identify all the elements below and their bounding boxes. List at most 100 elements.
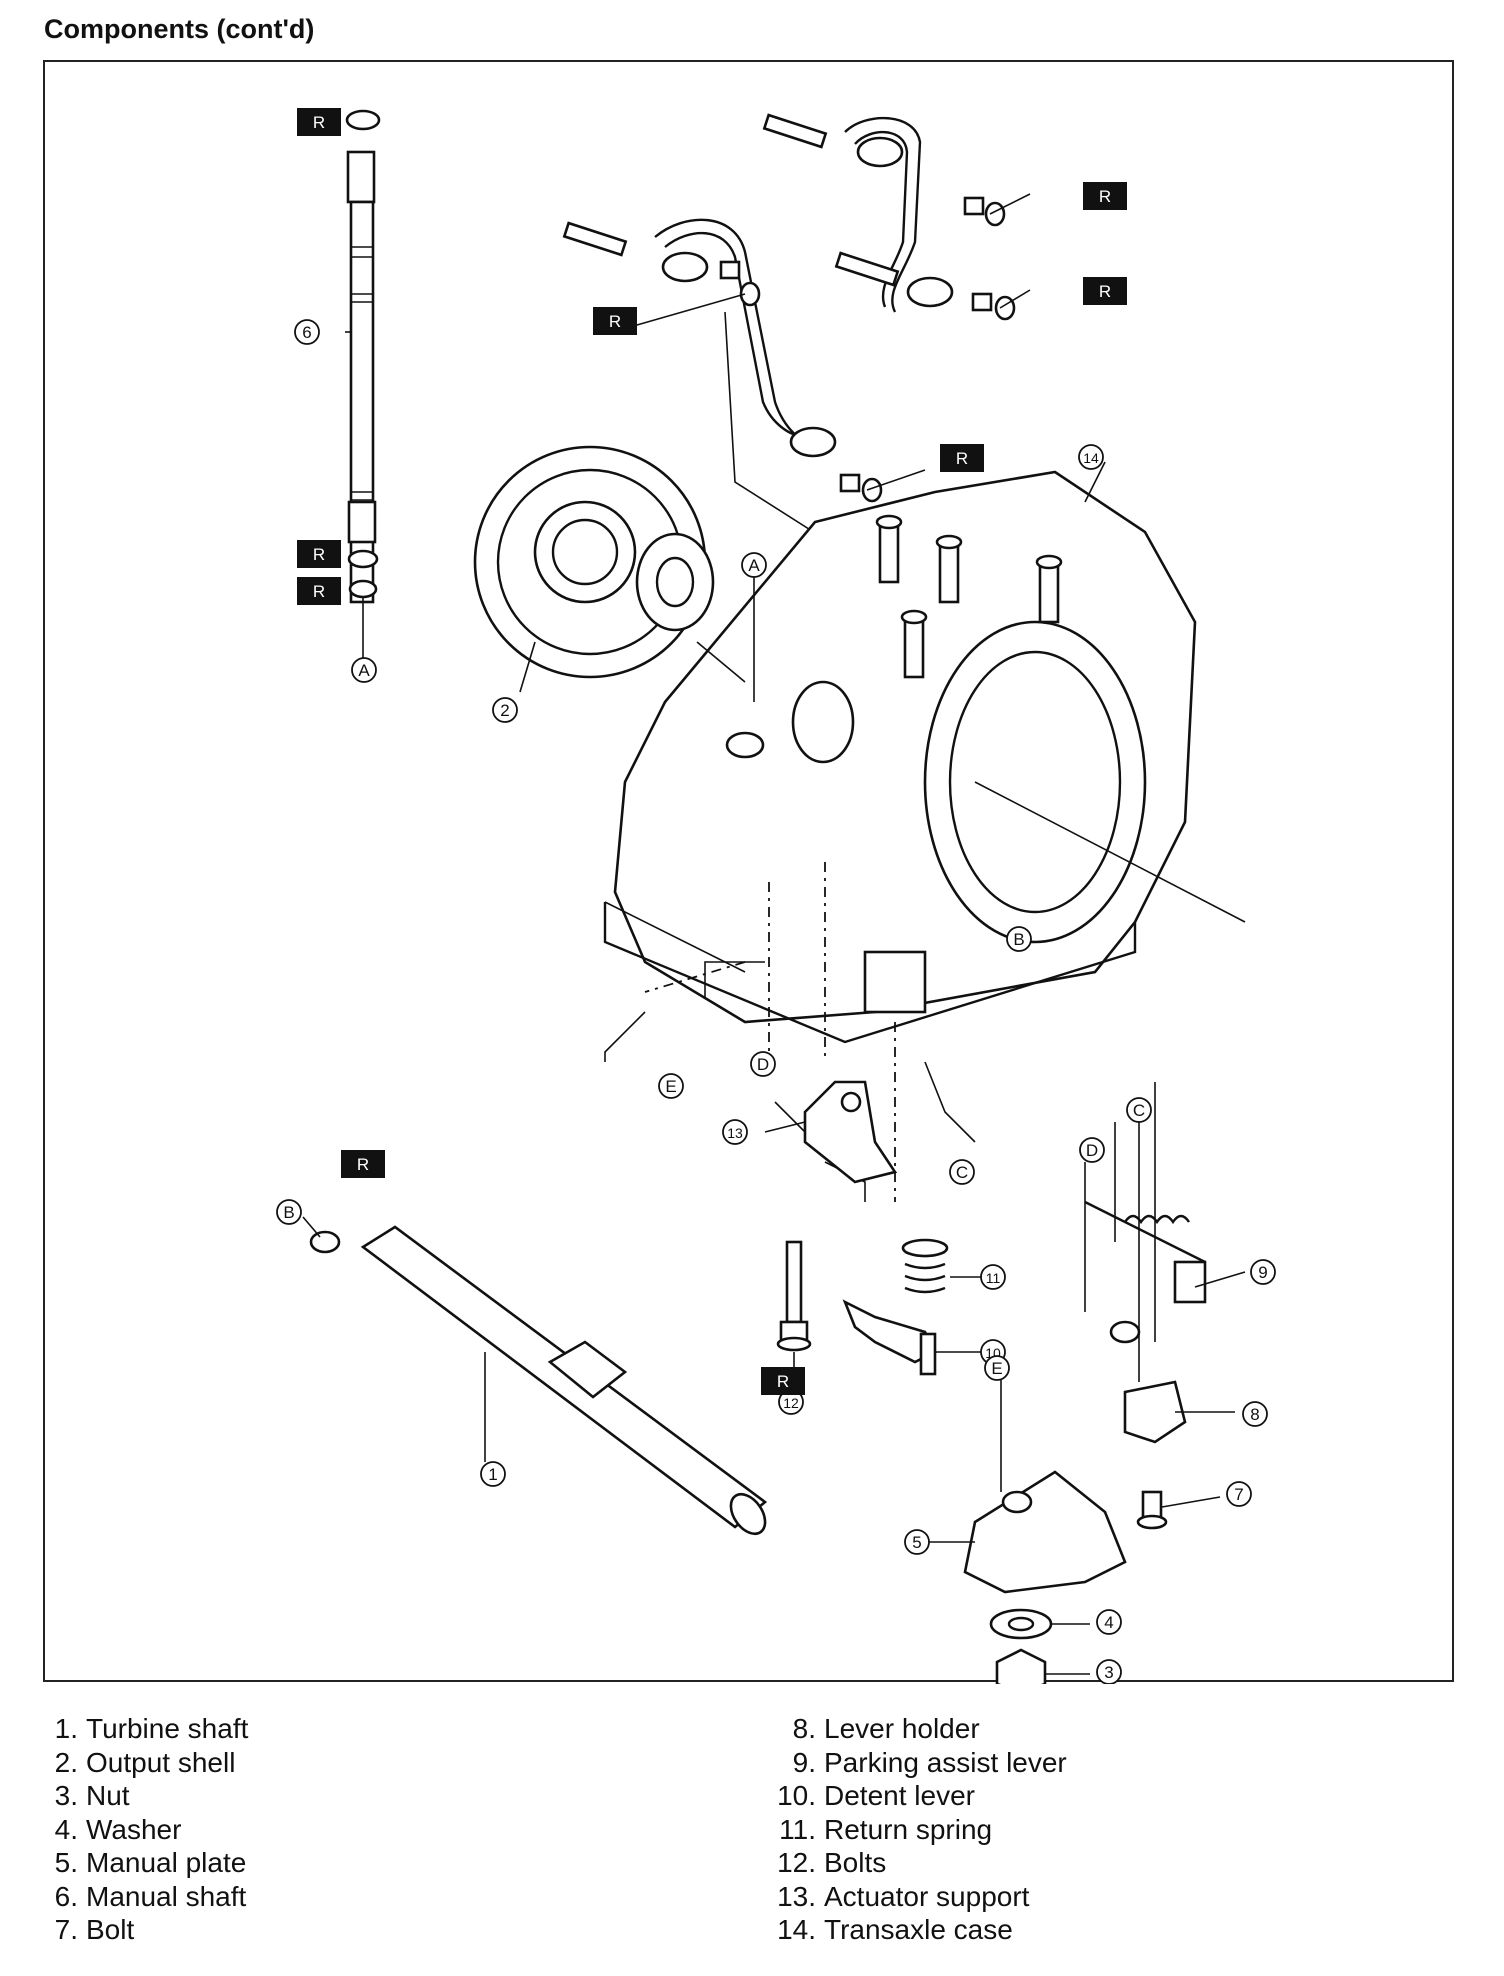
reference-letter: E (984, 1355, 1010, 1381)
reference-letter: B (276, 1199, 302, 1225)
replace-tag: R (593, 307, 637, 335)
legend-item-label: Bolt (86, 1914, 135, 1945)
svg-text:R: R (956, 449, 968, 468)
manual-shaft-drawing (345, 109, 381, 662)
legend-item: 2.Output shell (34, 1746, 248, 1780)
svg-text:14: 14 (1083, 450, 1099, 466)
reference-letter: A (741, 552, 767, 578)
replace-tag: R (297, 540, 341, 568)
svg-text:D: D (757, 1055, 769, 1074)
legend-item: 1. Turbine shaft (34, 1712, 249, 1746)
reference-letter: B (1006, 926, 1032, 952)
callout-number: 5 (904, 1529, 930, 1555)
callout-number: 12 (778, 1389, 804, 1415)
replace-tag: R (1083, 277, 1127, 305)
callout-number: 13 (722, 1119, 748, 1145)
bolt-7-drawing (1136, 1490, 1221, 1530)
legend-item: 5. Manual plate (34, 1846, 248, 1880)
svg-text:R: R (313, 545, 325, 564)
svg-text:11: 11 (986, 1270, 1001, 1286)
legend-item: 12. Bolts (754, 1846, 1067, 1880)
svg-text:R: R (777, 1372, 789, 1391)
svg-text:C: C (1133, 1101, 1145, 1120)
legend-item-number: 7. (54, 1914, 78, 1945)
svg-text:4: 4 (1104, 1613, 1113, 1632)
reference-letter: E (658, 1073, 684, 1099)
legend-item-number: 11. (779, 1813, 816, 1845)
legend-item-label: Detent lever (824, 1780, 975, 1811)
turbine-shaft-drawing (309, 1225, 768, 1536)
reference-letter: C (949, 1159, 975, 1185)
legend-item: 7. Bolt (34, 1913, 248, 1947)
svg-text:2: 2 (500, 701, 509, 720)
legend-item-number: 3. (54, 1780, 78, 1811)
svg-text:R: R (609, 312, 621, 331)
svg-text:7: 7 (1234, 1485, 1243, 1504)
legend-item: 8.Lever holder (754, 1712, 1067, 1746)
legend-item: 13.Actuator support (754, 1880, 1067, 1914)
legend-item-number: 1. (54, 1713, 78, 1744)
legend-item-number: 5. (54, 1847, 78, 1878)
nut-drawing (995, 1648, 1090, 1684)
svg-text:E: E (665, 1077, 676, 1096)
legend-item-label: Bolts (824, 1847, 887, 1878)
legend-item-label: Nut (86, 1780, 130, 1811)
legend-item: 3. Nut (34, 1779, 248, 1813)
legend-item-label: Return spring (824, 1813, 993, 1845)
bolt-12-drawing (776, 1240, 812, 1382)
legend-item-number: 8. (792, 1713, 816, 1744)
svg-text:1: 1 (488, 1465, 497, 1484)
actuator-support-drawing (764, 1080, 898, 1184)
legend-item-number: 10. (777, 1780, 816, 1811)
callout-number: 6 (294, 319, 320, 345)
svg-text:A: A (358, 661, 370, 680)
legend-item-number: 13. (777, 1880, 816, 1912)
callout-number: 9 (1250, 1259, 1276, 1285)
callout-number: 4 (1096, 1609, 1122, 1635)
callout-number: 14 (1078, 444, 1104, 470)
callout-number: 3 (1096, 1659, 1122, 1684)
svg-text:D: D (1086, 1141, 1098, 1160)
replace-tag: R (940, 444, 984, 472)
svg-text:3: 3 (1104, 1663, 1113, 1682)
callout-number: 1 (480, 1461, 506, 1487)
page-heading: Components (cont'd) (44, 14, 315, 44)
parking-assist-lever-drawing (1084, 1200, 1246, 1344)
legend-item-label: Turbine shaft (86, 1713, 249, 1744)
reference-letter: C (1126, 1097, 1152, 1123)
legend-item: 9.Parking assist lever (754, 1746, 1067, 1780)
svg-text:R: R (357, 1155, 369, 1174)
lever-holder-drawing (1123, 1380, 1235, 1444)
svg-text:R: R (313, 113, 325, 132)
legend-item-number: 9. (792, 1746, 816, 1778)
legend-item-label: Actuator support (824, 1880, 1030, 1912)
legend-item-label: Washer (86, 1813, 182, 1845)
svg-text:5: 5 (912, 1533, 921, 1552)
replace-tag: R (761, 1367, 805, 1395)
callout-number: 11 (980, 1264, 1006, 1290)
washer-drawing (989, 1608, 1090, 1640)
callout-number: 7 (1226, 1481, 1252, 1507)
legend-item-number: 12. (777, 1847, 816, 1878)
legend-item: 11.Return spring (754, 1813, 1067, 1847)
callout-leaders (302, 577, 1140, 1492)
return-spring-drawing (901, 1238, 985, 1294)
svg-text:A: A (748, 556, 760, 575)
svg-text:6: 6 (302, 323, 311, 342)
legend-item: 6.Manual shaft (34, 1880, 248, 1914)
reference-letter: A (351, 657, 377, 683)
svg-text:13: 13 (727, 1125, 743, 1141)
callout-number: 8 (1242, 1401, 1268, 1427)
legend-item-label: Parking assist lever (824, 1746, 1067, 1778)
svg-text:C: C (956, 1163, 968, 1182)
legend-item-label: Manual plate (86, 1847, 247, 1878)
legend-item: 10. Detent lever (754, 1779, 1067, 1813)
detent-lever-drawing (842, 1299, 985, 1376)
svg-text:8: 8 (1250, 1405, 1259, 1424)
